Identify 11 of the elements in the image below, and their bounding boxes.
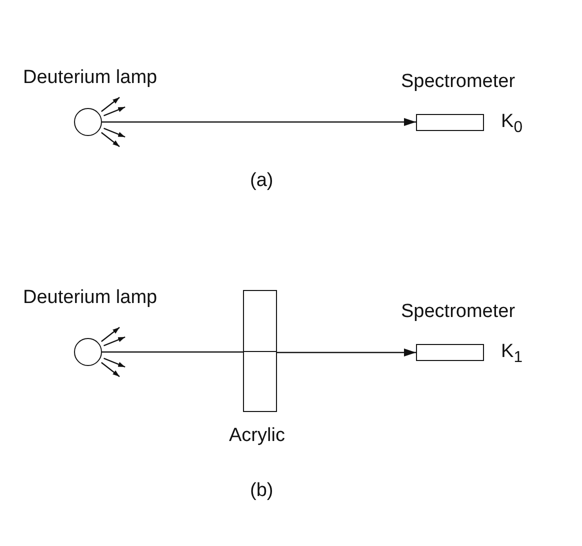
panel-label: (b) [250, 480, 274, 502]
channel-label: K$_{0}$ [501, 111, 522, 138]
channel-label: K$_{1}$ [501, 341, 522, 368]
spectrometer-label: Spectrometer [401, 71, 516, 93]
panel-label: (a) [250, 170, 274, 192]
lamp-label: Deuterium lamp [23, 287, 158, 309]
spectrometer-label: Spectrometer [401, 301, 516, 323]
plate-label: Acrylic [229, 425, 285, 447]
arrow [277, 348, 416, 356]
lamp-label: Deuterium lamp [23, 67, 158, 89]
arrow [102, 118, 416, 126]
